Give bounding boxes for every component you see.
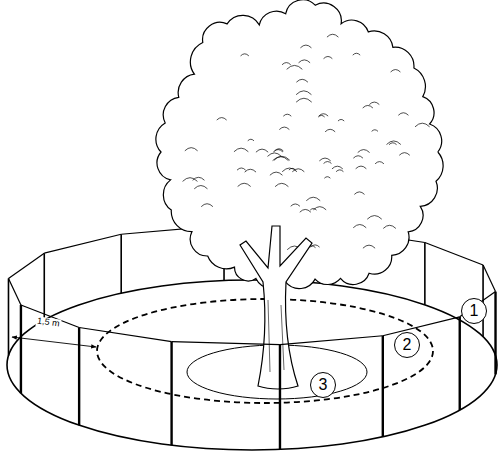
foliage-texture [296,98,312,102]
fence-post [459,317,461,410]
callout-circle: 1 [461,298,487,324]
foliage-texture [185,148,198,151]
foliage-texture [256,149,268,152]
fence-post [20,305,22,393]
foliage-texture [354,192,364,195]
foliage-texture [383,225,396,228]
foliage-texture [289,168,296,170]
foliage-texture [306,197,320,200]
foliage-texture [234,148,248,152]
foliage-texture [363,105,373,108]
foliage-texture [194,186,207,189]
foliage-texture [245,169,256,172]
foliage-texture [237,168,246,170]
foliage-texture [283,114,291,116]
fence-post [78,328,80,426]
foliage-texture [356,166,367,169]
foliage-texture [273,150,283,152]
foliage-texture [291,204,300,206]
fence-post [494,292,496,375]
foliage-texture [325,129,335,132]
fence-rail [44,234,121,253]
foliage-texture [324,56,333,58]
foliage-texture [296,79,308,82]
foliage-texture [299,60,311,63]
foliage-texture [415,123,430,127]
foliage-texture [358,150,370,153]
fence-rail [425,242,483,265]
foliage-texture [336,170,343,172]
fence-rail [8,278,20,305]
foliage-texture [241,54,249,56]
foliage-texture [267,153,281,156]
fence-rail [383,317,460,336]
fence-rail [79,328,171,342]
foliage-texture [389,143,397,145]
foliage-texture [372,130,378,132]
fence-front [8,278,495,449]
callout-number: 1 [470,303,479,319]
foliage-texture [279,127,289,130]
foliage-texture [398,113,408,116]
foliage-texture [238,183,251,186]
fence-post [382,336,384,437]
dimension-line [12,337,96,347]
foliage-texture [375,162,384,164]
foliage-texture [274,156,290,160]
tree [156,0,443,389]
callout-number: 2 [403,337,412,353]
foliage-texture [275,183,288,186]
callout-number: 3 [319,377,328,393]
fence-rail [280,336,383,345]
foliage-texture [353,53,360,55]
foliage-texture [391,70,401,72]
foliage-texture [324,162,332,164]
foliage-texture [353,156,363,158]
foliage-texture [287,65,303,69]
fence-post [424,242,426,304]
foliage-texture [367,216,382,220]
dimension-label: 1,5 m [35,316,61,329]
foliage-texture [319,114,328,116]
foliage-texture [363,245,375,248]
fence-post [8,278,10,355]
foliage-texture [311,245,320,247]
foliage-texture [270,172,283,175]
foliage-texture [319,158,330,161]
foliage-texture [248,139,254,141]
foliage-texture [399,153,410,156]
foliage-texture [300,45,311,48]
fence-post [279,345,281,450]
foliage-texture [369,102,379,104]
foliage-texture [300,209,311,212]
callout-circle: 2 [394,332,420,358]
fence-post [43,253,45,320]
foliage-texture [387,141,401,145]
foliage-texture [338,119,344,121]
foliage-texture [296,91,311,95]
foliage-texture [201,204,213,207]
foliage-texture [282,63,291,65]
foliage-texture [183,178,198,182]
bark-lines [268,300,284,372]
callout-circle: 3 [310,372,336,398]
fence-post [120,234,122,293]
foliage-texture [332,166,343,169]
foliage-texture [327,34,338,37]
fence-post [170,342,172,446]
fence-rail [483,265,495,292]
foliage-texture [324,177,330,179]
fence-rail [172,342,280,345]
fence-rail [8,253,44,278]
foliage-texture [310,209,316,211]
ground-outline [7,280,497,450]
foliage-texture [353,225,366,228]
tree-trunk [240,226,312,389]
foliage-texture [217,118,227,120]
